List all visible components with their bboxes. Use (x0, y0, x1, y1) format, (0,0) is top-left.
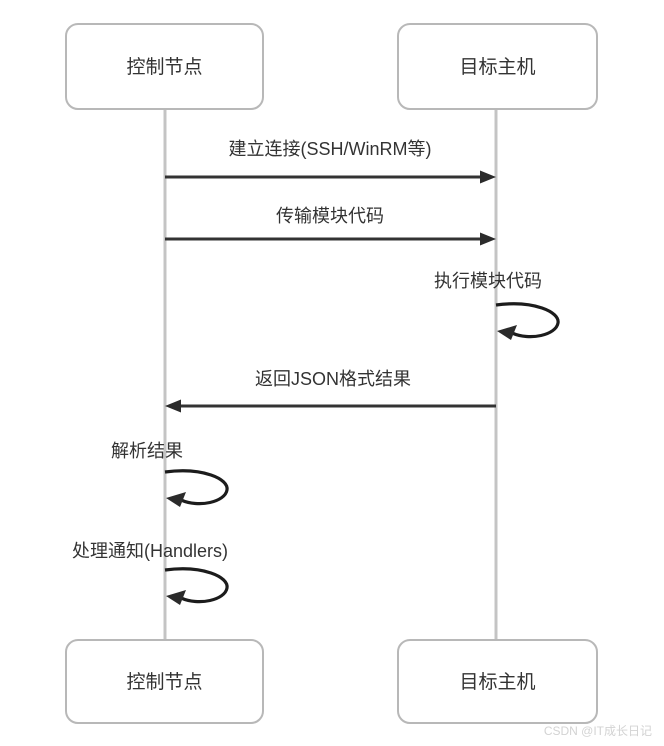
message-label-handle-notification: 处理通知(Handlers) (72, 541, 228, 561)
self-loop-path-parse-result (164, 469, 229, 506)
message-label-parse-result: 解析结果 (111, 441, 183, 461)
arrowhead-right-icon (480, 170, 496, 184)
arrowhead-right-icon (480, 232, 496, 246)
participant-box-target-host-bottom[interactable] (397, 639, 598, 724)
message-return-json-result: 返回JSON格式结果 (165, 369, 496, 413)
participant-box-target-host-top[interactable] (397, 23, 598, 110)
message-label-return-json-result: 返回JSON格式结果 (255, 369, 411, 389)
message-label-execute-module-code: 执行模块代码 (434, 271, 542, 291)
arrowhead-left-icon (165, 399, 181, 413)
self-loop-path-execute-module-code (495, 302, 560, 339)
arrowhead-self-left-icon (497, 325, 517, 340)
watermark-text: CSDN @IT成长日记 (544, 724, 652, 738)
lifelines-group (163, 109, 498, 640)
arrowhead-self-left-icon (166, 590, 186, 605)
participant-footer-control-node[interactable]: 控制节点 (65, 639, 264, 724)
message-handle-notification: 处理通知(Handlers) (72, 541, 229, 605)
participant-footer-target-host[interactable]: 目标主机 (397, 639, 598, 724)
participant-box-control-node-top[interactable] (65, 23, 264, 110)
arrowhead-self-left-icon (166, 492, 186, 507)
participant-label-target-host-bottom: 目标主机 (459, 671, 535, 693)
participant-label-control-node-bottom: 控制节点 (126, 671, 202, 693)
message-parse-result: 解析结果 (111, 441, 229, 507)
participant-label-control-node-top: 控制节点 (126, 56, 202, 78)
message-label-transfer-module-code: 传输模块代码 (276, 206, 384, 226)
participant-label-target-host-top: 目标主机 (459, 56, 535, 78)
participant-box-control-node-bottom[interactable] (65, 639, 264, 724)
participant-header-target-host[interactable]: 目标主机 (397, 23, 598, 110)
self-loop-path-handle-notification (164, 567, 229, 604)
participant-header-control-node[interactable]: 控制节点 (65, 23, 264, 110)
message-transfer-module-code: 传输模块代码 (165, 206, 496, 246)
message-execute-module-code: 执行模块代码 (434, 271, 560, 340)
message-label-establish-connection: 建立连接(SSH/WinRM等) (229, 139, 432, 159)
message-establish-connection: 建立连接(SSH/WinRM等) (165, 139, 496, 184)
